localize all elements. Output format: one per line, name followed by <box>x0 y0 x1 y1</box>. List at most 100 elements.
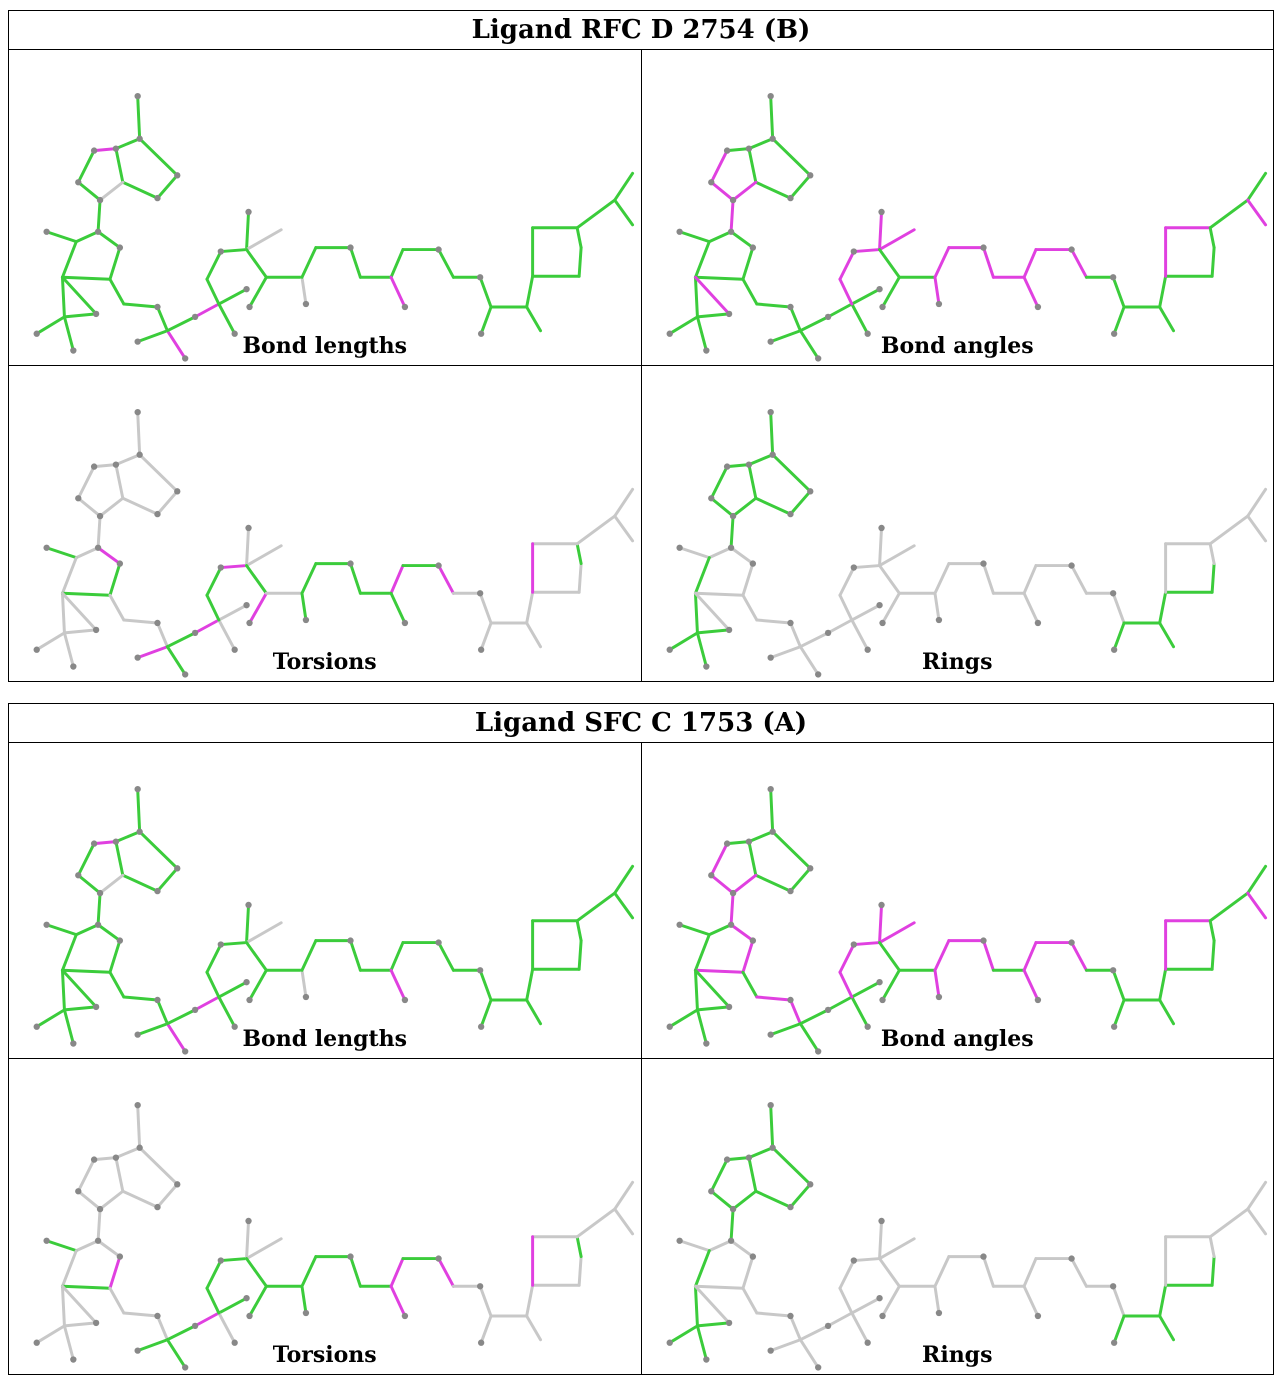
bond-ok <box>695 1005 731 1012</box>
bond-ok <box>707 923 733 937</box>
bond-ok <box>695 1321 731 1328</box>
atom-node <box>675 921 683 928</box>
atom-node <box>1067 939 1075 946</box>
atom-node <box>217 248 224 255</box>
molecule-diagram <box>33 92 635 362</box>
atom-node <box>154 619 161 627</box>
bond-ok <box>217 287 249 306</box>
bond-neutral <box>1111 1284 1126 1318</box>
bond-neutral <box>60 591 66 635</box>
atom-node <box>850 564 857 571</box>
atom-node <box>134 92 141 100</box>
bond-outlier <box>837 277 853 306</box>
atom-node <box>116 1253 124 1260</box>
bond-outlier <box>219 564 249 570</box>
atom-node <box>979 560 987 567</box>
bond-ok <box>349 1255 362 1288</box>
bond-neutral <box>245 228 283 252</box>
bond-ok <box>217 1296 249 1315</box>
bond-ok <box>667 631 699 652</box>
bond-neutral <box>35 1324 66 1345</box>
bond-ok <box>121 180 159 200</box>
atom-node <box>749 937 756 944</box>
bond-ok <box>768 1103 774 1150</box>
bond-neutral <box>122 1311 159 1318</box>
bond-ok <box>217 995 237 1029</box>
atom-node <box>666 646 673 653</box>
bond-ok <box>754 302 792 309</box>
bond-neutral <box>677 1239 711 1253</box>
bond-ok <box>667 315 699 336</box>
bond-outlier <box>729 923 754 943</box>
atom-node <box>75 872 82 879</box>
bond-ok <box>108 246 122 281</box>
atom-node <box>134 1031 141 1038</box>
bond-neutral <box>1208 1207 1249 1239</box>
atom-node <box>745 145 752 152</box>
bond-ok <box>155 998 169 1026</box>
bond-ok <box>205 566 223 597</box>
bond-ok <box>389 941 405 972</box>
bond-ok <box>300 591 308 622</box>
bond-neutral <box>693 1284 731 1325</box>
bond-ok <box>165 1008 197 1026</box>
bond-neutral <box>525 1283 535 1318</box>
bond-ok <box>788 489 812 516</box>
atom-node <box>1109 590 1116 597</box>
bond-ok <box>300 246 318 279</box>
bond-outlier <box>1022 248 1037 279</box>
atom-node <box>768 451 776 458</box>
molecule-diagram <box>666 408 1267 678</box>
bond-neutral <box>1069 1257 1088 1288</box>
atom-node <box>1110 1023 1117 1030</box>
atom-node <box>347 244 354 251</box>
bond-ok <box>219 1257 249 1263</box>
atom-node <box>302 993 310 1001</box>
bond-neutral <box>479 621 493 652</box>
atom-node <box>875 601 883 609</box>
bond-ok <box>62 1005 98 1012</box>
bond-neutral <box>729 1239 754 1259</box>
atom-node <box>243 1294 250 1302</box>
bond-ok <box>245 564 268 595</box>
atom-node <box>476 274 484 281</box>
atom-node <box>70 1356 77 1363</box>
bond-ok <box>731 1189 757 1211</box>
bond-ok <box>1210 246 1216 278</box>
atom-node <box>75 1188 82 1195</box>
bond-ok <box>138 830 179 870</box>
bond-ok <box>155 866 179 893</box>
bond-ok <box>746 830 774 844</box>
atom-node <box>33 646 40 653</box>
atom-node <box>476 967 484 974</box>
bond-outlier <box>851 248 881 254</box>
atom-node <box>154 510 161 518</box>
bond-neutral <box>693 591 731 632</box>
atom-node <box>729 1205 736 1213</box>
bond-ok <box>826 302 853 319</box>
atom-node <box>768 828 776 835</box>
bond-ok <box>300 1255 318 1288</box>
atom-node <box>786 887 794 895</box>
bond-outlier <box>96 546 122 566</box>
bond-ok <box>60 933 78 972</box>
molecule-diagram <box>33 408 635 678</box>
bond-ok <box>1210 1255 1216 1287</box>
bond-outlier <box>437 564 455 595</box>
bond-neutral <box>613 1207 635 1236</box>
bond-ok <box>76 873 102 895</box>
bond-ok <box>478 968 493 1002</box>
atom-node <box>154 887 161 895</box>
bond-ok <box>693 275 699 319</box>
bond-ok <box>45 923 78 937</box>
bond-outlier <box>754 995 792 1002</box>
bond-ok <box>880 968 901 1002</box>
atom-node <box>806 865 813 872</box>
atom-node <box>767 654 774 661</box>
atom-node <box>243 285 250 293</box>
atom-node <box>191 313 199 321</box>
atom-node <box>1109 274 1116 281</box>
bond-ok <box>746 453 774 467</box>
bond-ok <box>709 465 729 500</box>
atom-node <box>33 1023 40 1030</box>
